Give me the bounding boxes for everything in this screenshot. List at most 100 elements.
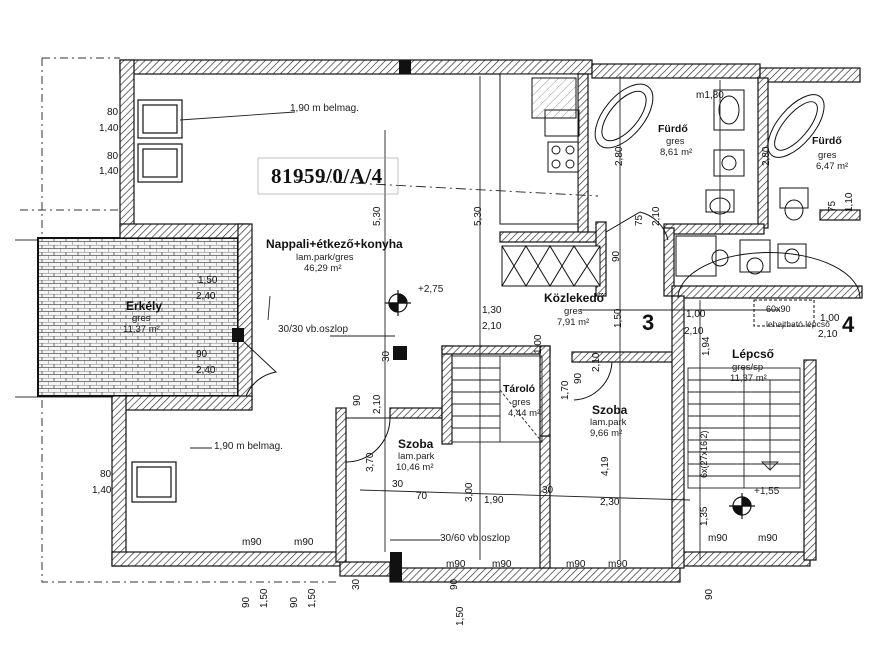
room-storage-area: 4,44 m² [508, 408, 541, 419]
dim-v-210b: 2,10 [372, 394, 383, 414]
dim-30b: 30 [542, 485, 554, 496]
room-bath2-name: Fürdő [812, 135, 842, 147]
room-bath1-area: 8,61 m² [660, 147, 693, 158]
dim-v-90a: 90 [611, 250, 622, 262]
room-bedroom2-floor: lam.park [590, 417, 627, 428]
window3-width: 80 [100, 469, 112, 480]
note-ceiling-top: 1,90 m belmag. [290, 103, 359, 114]
bath-fixtures [594, 83, 825, 277]
dim-v-90b: 90 [352, 394, 363, 406]
dim-v-370: 3,70 [365, 452, 376, 472]
room-hall-area: 7,91 m² [557, 317, 590, 328]
dim-m90-3: m90 [446, 559, 466, 570]
dim-m90-1: m90 [242, 537, 262, 548]
room-bedroom1-name: Szoba [398, 437, 434, 451]
dim-210a: 2,10 [482, 321, 502, 332]
dim-v-150a: 1,50 [613, 308, 624, 328]
dim-v-210c: 2,10 [591, 352, 602, 372]
dim-v-90c: 90 [573, 372, 584, 384]
room-stairs-name: Lépcső [732, 347, 775, 361]
dim-b-30: 30 [351, 578, 362, 590]
dim-150a: 1,50 [198, 275, 218, 286]
level-marker-1 [385, 290, 411, 316]
note-hatch: lehajtható lépcső [766, 319, 830, 329]
level-marker-2 [729, 493, 755, 519]
note-level-2: +1,55 [754, 486, 780, 497]
room-balcony-floor: gres [132, 313, 151, 324]
dim-b-90c: 90 [449, 578, 460, 590]
dim-m90-6: m90 [608, 559, 628, 570]
note-stair-steps: 6x(27x16,2) [699, 430, 709, 478]
window1-width: 80 [107, 107, 119, 118]
dim-210b: 2,10 [684, 326, 704, 337]
dim-v-100: 1,00 [533, 334, 544, 354]
dim-m90-8: m90 [758, 533, 778, 544]
dim-b-150c: 1,50 [455, 606, 466, 626]
dim-90a: 90 [196, 349, 208, 360]
room-storage-floor: gres [512, 397, 531, 408]
dim-190: 1,90 [484, 495, 504, 506]
window2-width: 80 [107, 151, 119, 162]
room-bedroom1-floor: lam.park [398, 451, 435, 462]
window1-height: 1,40 [99, 123, 119, 134]
room-bath2-area: 6,47 m² [816, 161, 849, 172]
dim-v-75a: 75 [634, 214, 645, 226]
dim-240b: 2,40 [196, 365, 216, 376]
parcel-id: 81959/0/A/4 [271, 164, 383, 188]
window2-height: 1,40 [99, 166, 119, 177]
dim-240a: 2,40 [196, 291, 216, 302]
dim-b-150a: 1,50 [259, 588, 270, 608]
room-bath2-floor: gres [818, 150, 837, 161]
note-ceiling-bottom: 1,90 m belmag. [214, 441, 283, 452]
column-30-30 [393, 346, 407, 360]
room-bath1-name: Fürdő [658, 123, 688, 135]
dim-210c: 2,10 [818, 329, 838, 340]
dim-30a: 30 [392, 479, 404, 490]
dim-v-110: 1,10 [844, 192, 855, 212]
section-marker-4: 4 [842, 312, 855, 337]
dim-v-530b: 5,30 [473, 206, 484, 226]
dim-v-170: 1,70 [560, 380, 571, 400]
window3-height: 1,40 [92, 485, 112, 496]
dim-b-90a: 90 [241, 596, 252, 608]
room-living-area: 46,29 m² [304, 263, 342, 274]
dim-130: 1,30 [482, 305, 502, 316]
dim-m90-4: m90 [492, 559, 512, 570]
room-stairs-floor: gres/sp [732, 362, 764, 373]
dim-v-30a: 30 [381, 350, 392, 362]
dim-v-280a: 2,80 [614, 146, 625, 166]
room-bedroom1-area: 10,46 m² [396, 462, 434, 473]
dim-m180: m1,80 [696, 90, 724, 101]
room-stairs-area: 11,37 m² [730, 373, 767, 384]
door-swings [243, 211, 861, 463]
room-living-floor: lam.park/gres [296, 252, 354, 263]
dim-v-210: 2,10 [651, 206, 662, 226]
windows [131, 99, 183, 503]
room-bath1-floor: gres [666, 136, 685, 147]
room-bedroom2-name: Szoba [592, 403, 628, 417]
dim-m90-2: m90 [294, 537, 314, 548]
room-hall-name: Közlekedő [544, 291, 605, 305]
dim-m90-5: m90 [566, 559, 586, 570]
dim-v-135: 1,35 [699, 506, 710, 526]
room-hall-floor: gres [564, 306, 583, 317]
stairs-internal [451, 355, 543, 443]
room-bedroom2-area: 9,66 m² [590, 428, 623, 439]
dim-b-90d: 90 [704, 588, 715, 600]
stairs-right [687, 367, 801, 489]
dim-v-194: 1,94 [701, 336, 712, 356]
dim-70: 70 [416, 491, 428, 502]
note-level-1: +2,75 [418, 284, 444, 295]
dim-b-150b: 1,50 [307, 588, 318, 608]
dim-v-419: 4,19 [600, 456, 611, 476]
dimension-lines [179, 76, 780, 560]
column-30-60 [390, 552, 402, 582]
room-living-name: Nappali+étkező+konyha [266, 237, 403, 251]
dim-m90-7: m90 [708, 533, 728, 544]
note-column-1: 30/30 vb.oszlop [278, 324, 349, 335]
room-storage-name: Tároló [503, 383, 536, 395]
dim-b-90b: 90 [289, 596, 300, 608]
note-column-2: 30/60 vb.oszlop [440, 533, 511, 544]
dim-v-530a: 5,30 [372, 206, 383, 226]
